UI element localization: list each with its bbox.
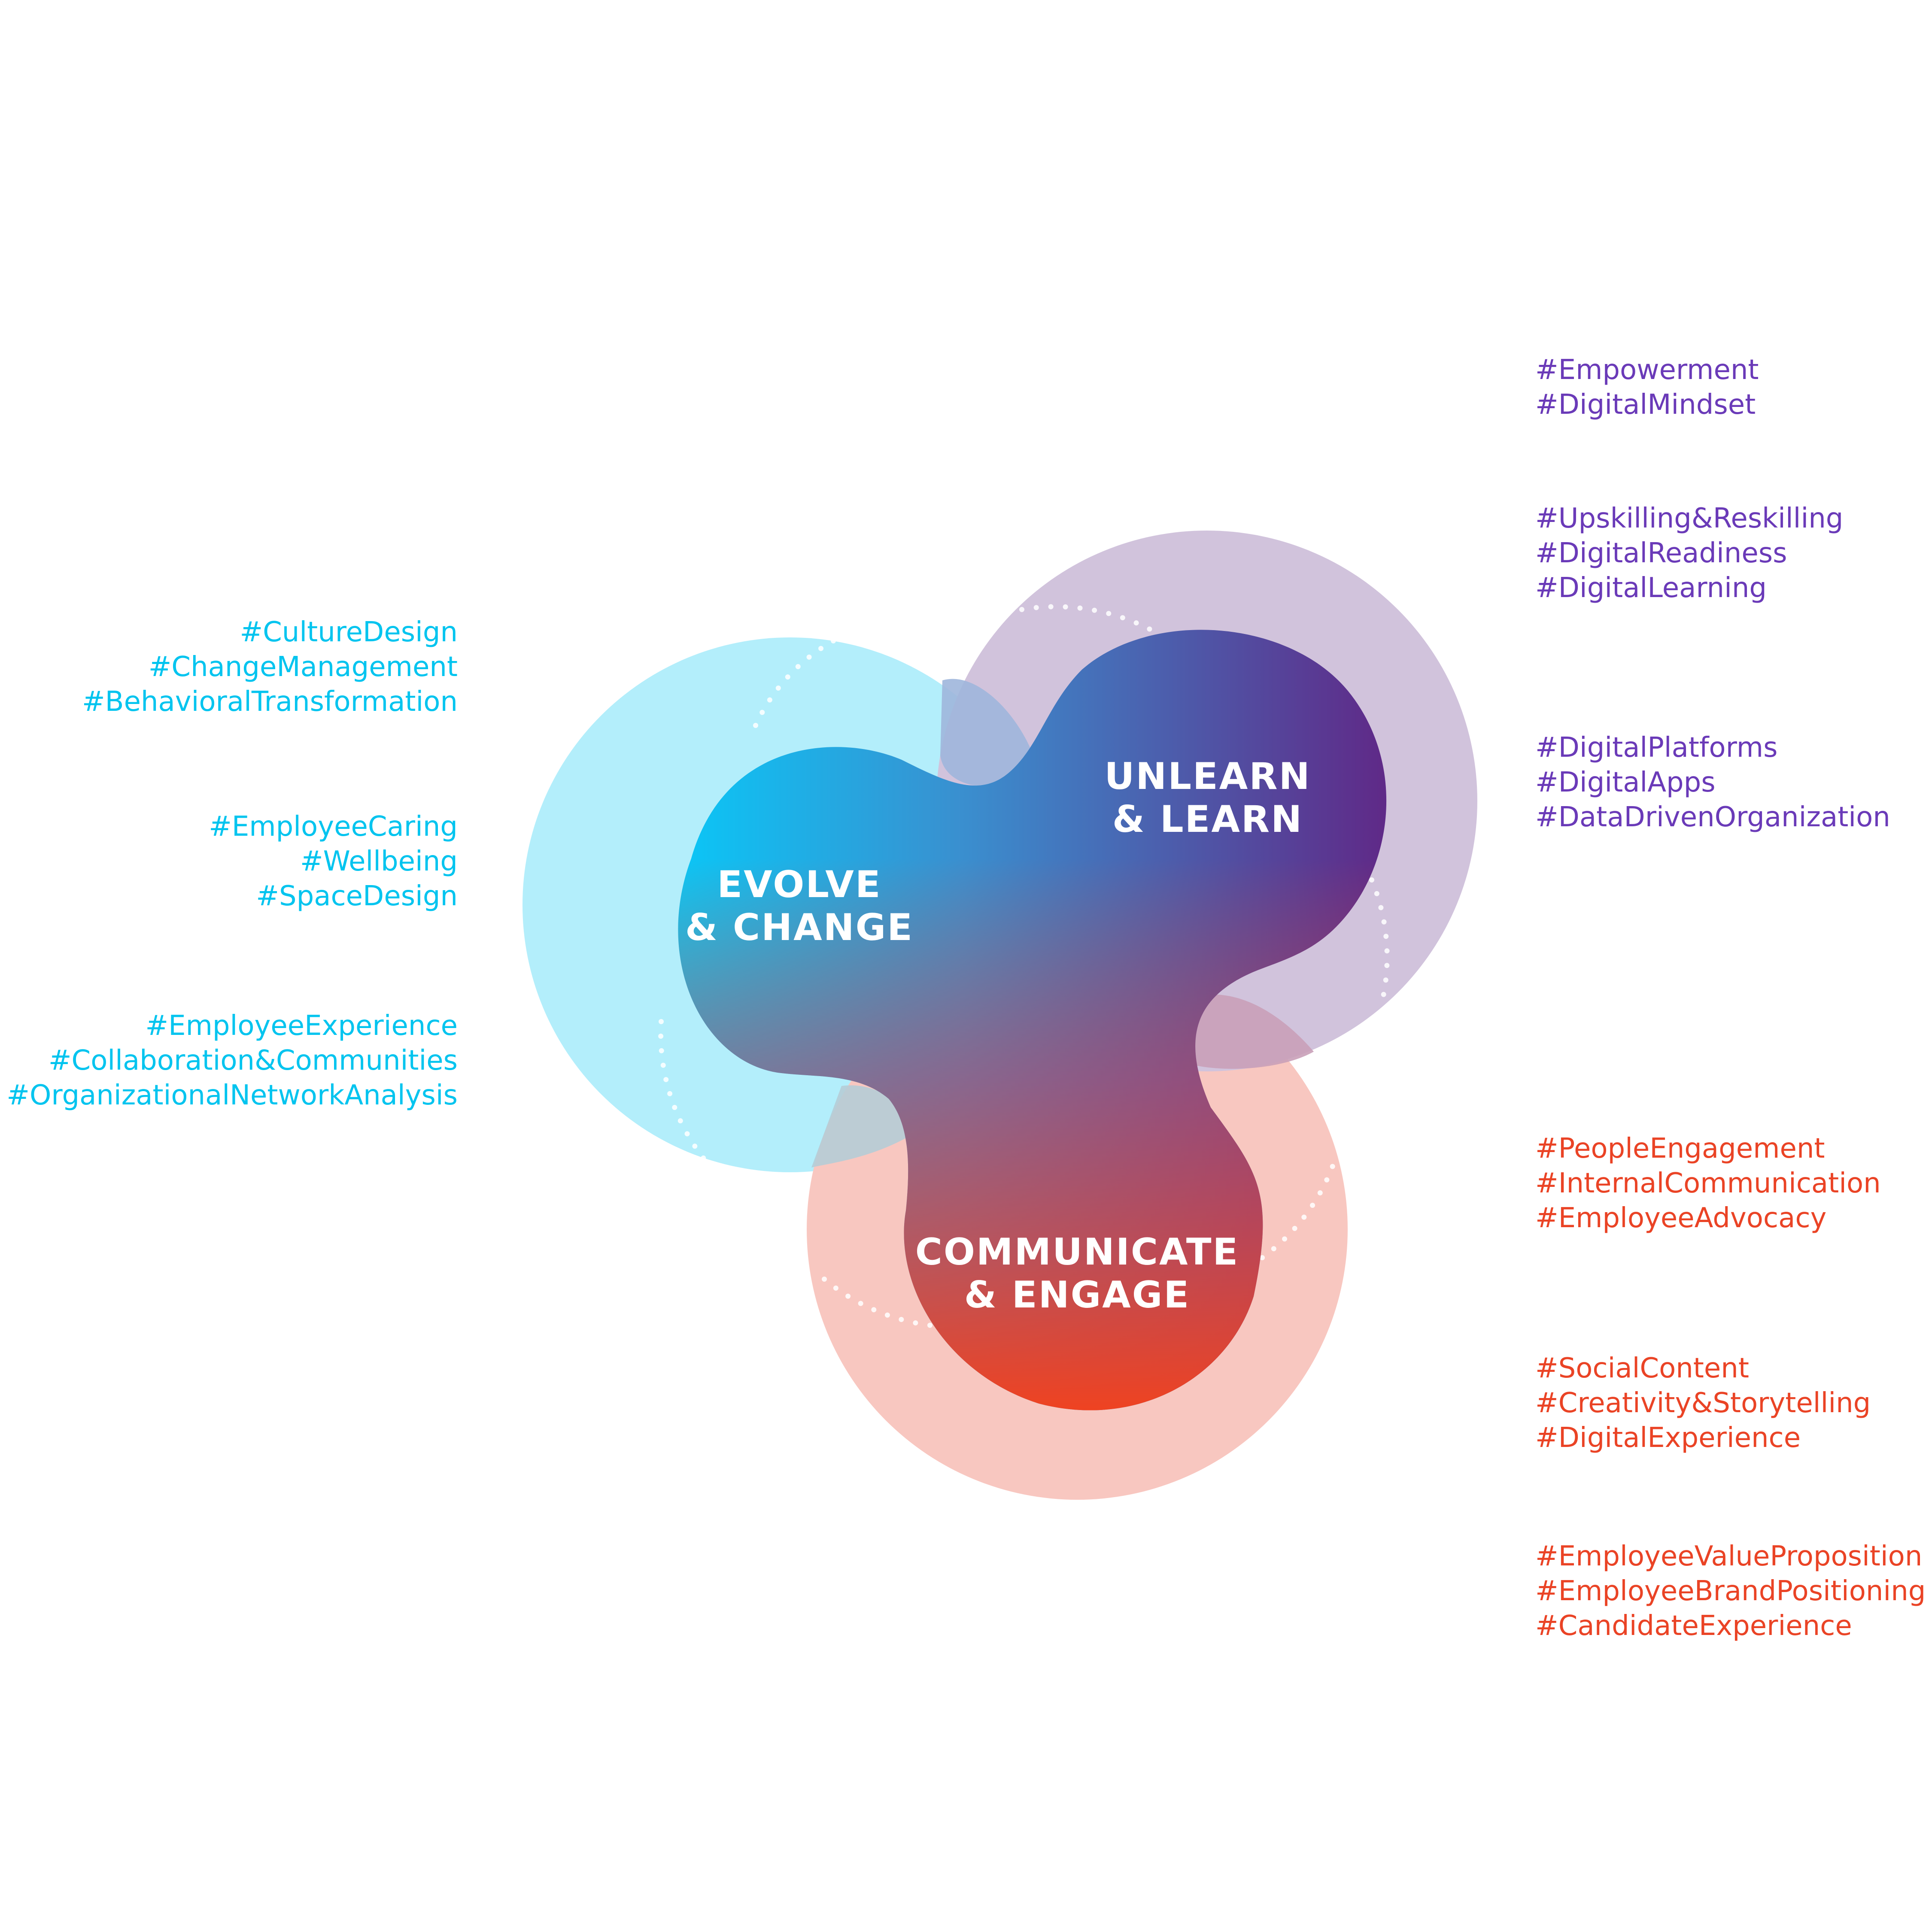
unlearn-tags-group-3: #DigitalPlatforms #DigitalApps #DataDriv… — [1535, 731, 1890, 835]
evolve-tag: #Collaboration&Communities — [48, 1045, 458, 1077]
evolve-tag: #SpaceDesign — [256, 880, 458, 912]
hub-communicate-line1: COMMUNICATE — [915, 1231, 1239, 1274]
communicate-tag: #EmployeeValueProposition — [1535, 1541, 1923, 1572]
communicate-tag: #DigitalExperience — [1535, 1422, 1801, 1454]
unlearn-tag: #Empowerment — [1535, 354, 1759, 386]
hub-communicate: COMMUNICATE & ENGAGE — [915, 1231, 1239, 1316]
communicate-tag: #Creativity&Storytelling — [1535, 1387, 1871, 1419]
communicate-tags-group-2: #SocialContent #Creativity&Storytelling … — [1535, 1351, 1871, 1456]
communicate-tag: #EmployeeAdvocacy — [1535, 1202, 1827, 1234]
hub-evolve: EVOLVE & CHANGE — [685, 863, 914, 949]
evolve-tags-group-2: #EmployeeCaring #Wellbeing #SpaceDesign — [209, 810, 458, 914]
evolve-tag: #OrganizationalNetworkAnalysis — [6, 1080, 458, 1111]
evolve-tag: #EmployeeCaring — [209, 811, 458, 843]
ring-overlap-evolve-unlearn — [940, 679, 1039, 787]
unlearn-tag: #DigitalReadiness — [1535, 537, 1787, 569]
unlearn-tag: #DigitalLearning — [1535, 572, 1767, 604]
communicate-tag: #CandidateExperience — [1535, 1610, 1852, 1642]
hub-communicate-line2: & ENGAGE — [964, 1274, 1190, 1316]
hub-evolve-line1: EVOLVE — [717, 863, 881, 906]
hub-unlearn-line1: UNLEARN — [1104, 755, 1311, 798]
communicate-tag: #PeopleEngagement — [1535, 1133, 1825, 1165]
unlearn-tag: #DataDrivenOrganization — [1535, 801, 1890, 833]
hub-unlearn-line2: & LEARN — [1112, 798, 1303, 841]
ring-overlap-evolve-communicate — [811, 1085, 914, 1168]
unlearn-tag: #DigitalMindset — [1535, 389, 1756, 421]
evolve-tag: #EmployeeExperience — [145, 1010, 458, 1042]
communicate-tags-group-1: #PeopleEngagement #InternalCommunication… — [1535, 1131, 1881, 1236]
communicate-tag: #SocialContent — [1535, 1353, 1749, 1384]
central-blob — [678, 630, 1387, 1410]
communicate-tag: #InternalCommunication — [1535, 1168, 1881, 1199]
communicate-tags-group-3: #EmployeeValueProposition #EmployeeBrand… — [1535, 1539, 1926, 1644]
ring-overlap-communicate-unlearn — [1191, 994, 1314, 1069]
evolve-tags-group-3: #EmployeeExperience #Collaboration&Commu… — [6, 1009, 458, 1113]
hub-evolve-line2: & CHANGE — [685, 906, 914, 949]
evolve-tag: #CultureDesign — [240, 616, 458, 648]
hub-unlearn: UNLEARN & LEARN — [1104, 755, 1311, 841]
evolve-tags-group-1: #CultureDesign #ChangeManagement #Behavi… — [82, 615, 458, 719]
dotted-orbits — [658, 604, 1390, 1329]
unlearn-tag: #Upskilling&Reskilling — [1535, 503, 1844, 534]
unlearn-tags-group-1: #Empowerment #DigitalMindset — [1535, 353, 1759, 422]
communicate-tag: #EmployeeBrandPositioning — [1535, 1575, 1926, 1607]
evolve-tag: #ChangeManagement — [148, 651, 458, 683]
unlearn-tags-group-2: #Upskilling&Reskilling #DigitalReadiness… — [1535, 501, 1843, 606]
evolve-tag: #Wellbeing — [300, 846, 458, 877]
evolve-tag: #BehavioralTransformation — [82, 686, 458, 718]
unlearn-tag: #DigitalPlatforms — [1535, 732, 1778, 764]
unlearn-tag: #DigitalApps — [1535, 767, 1716, 798]
